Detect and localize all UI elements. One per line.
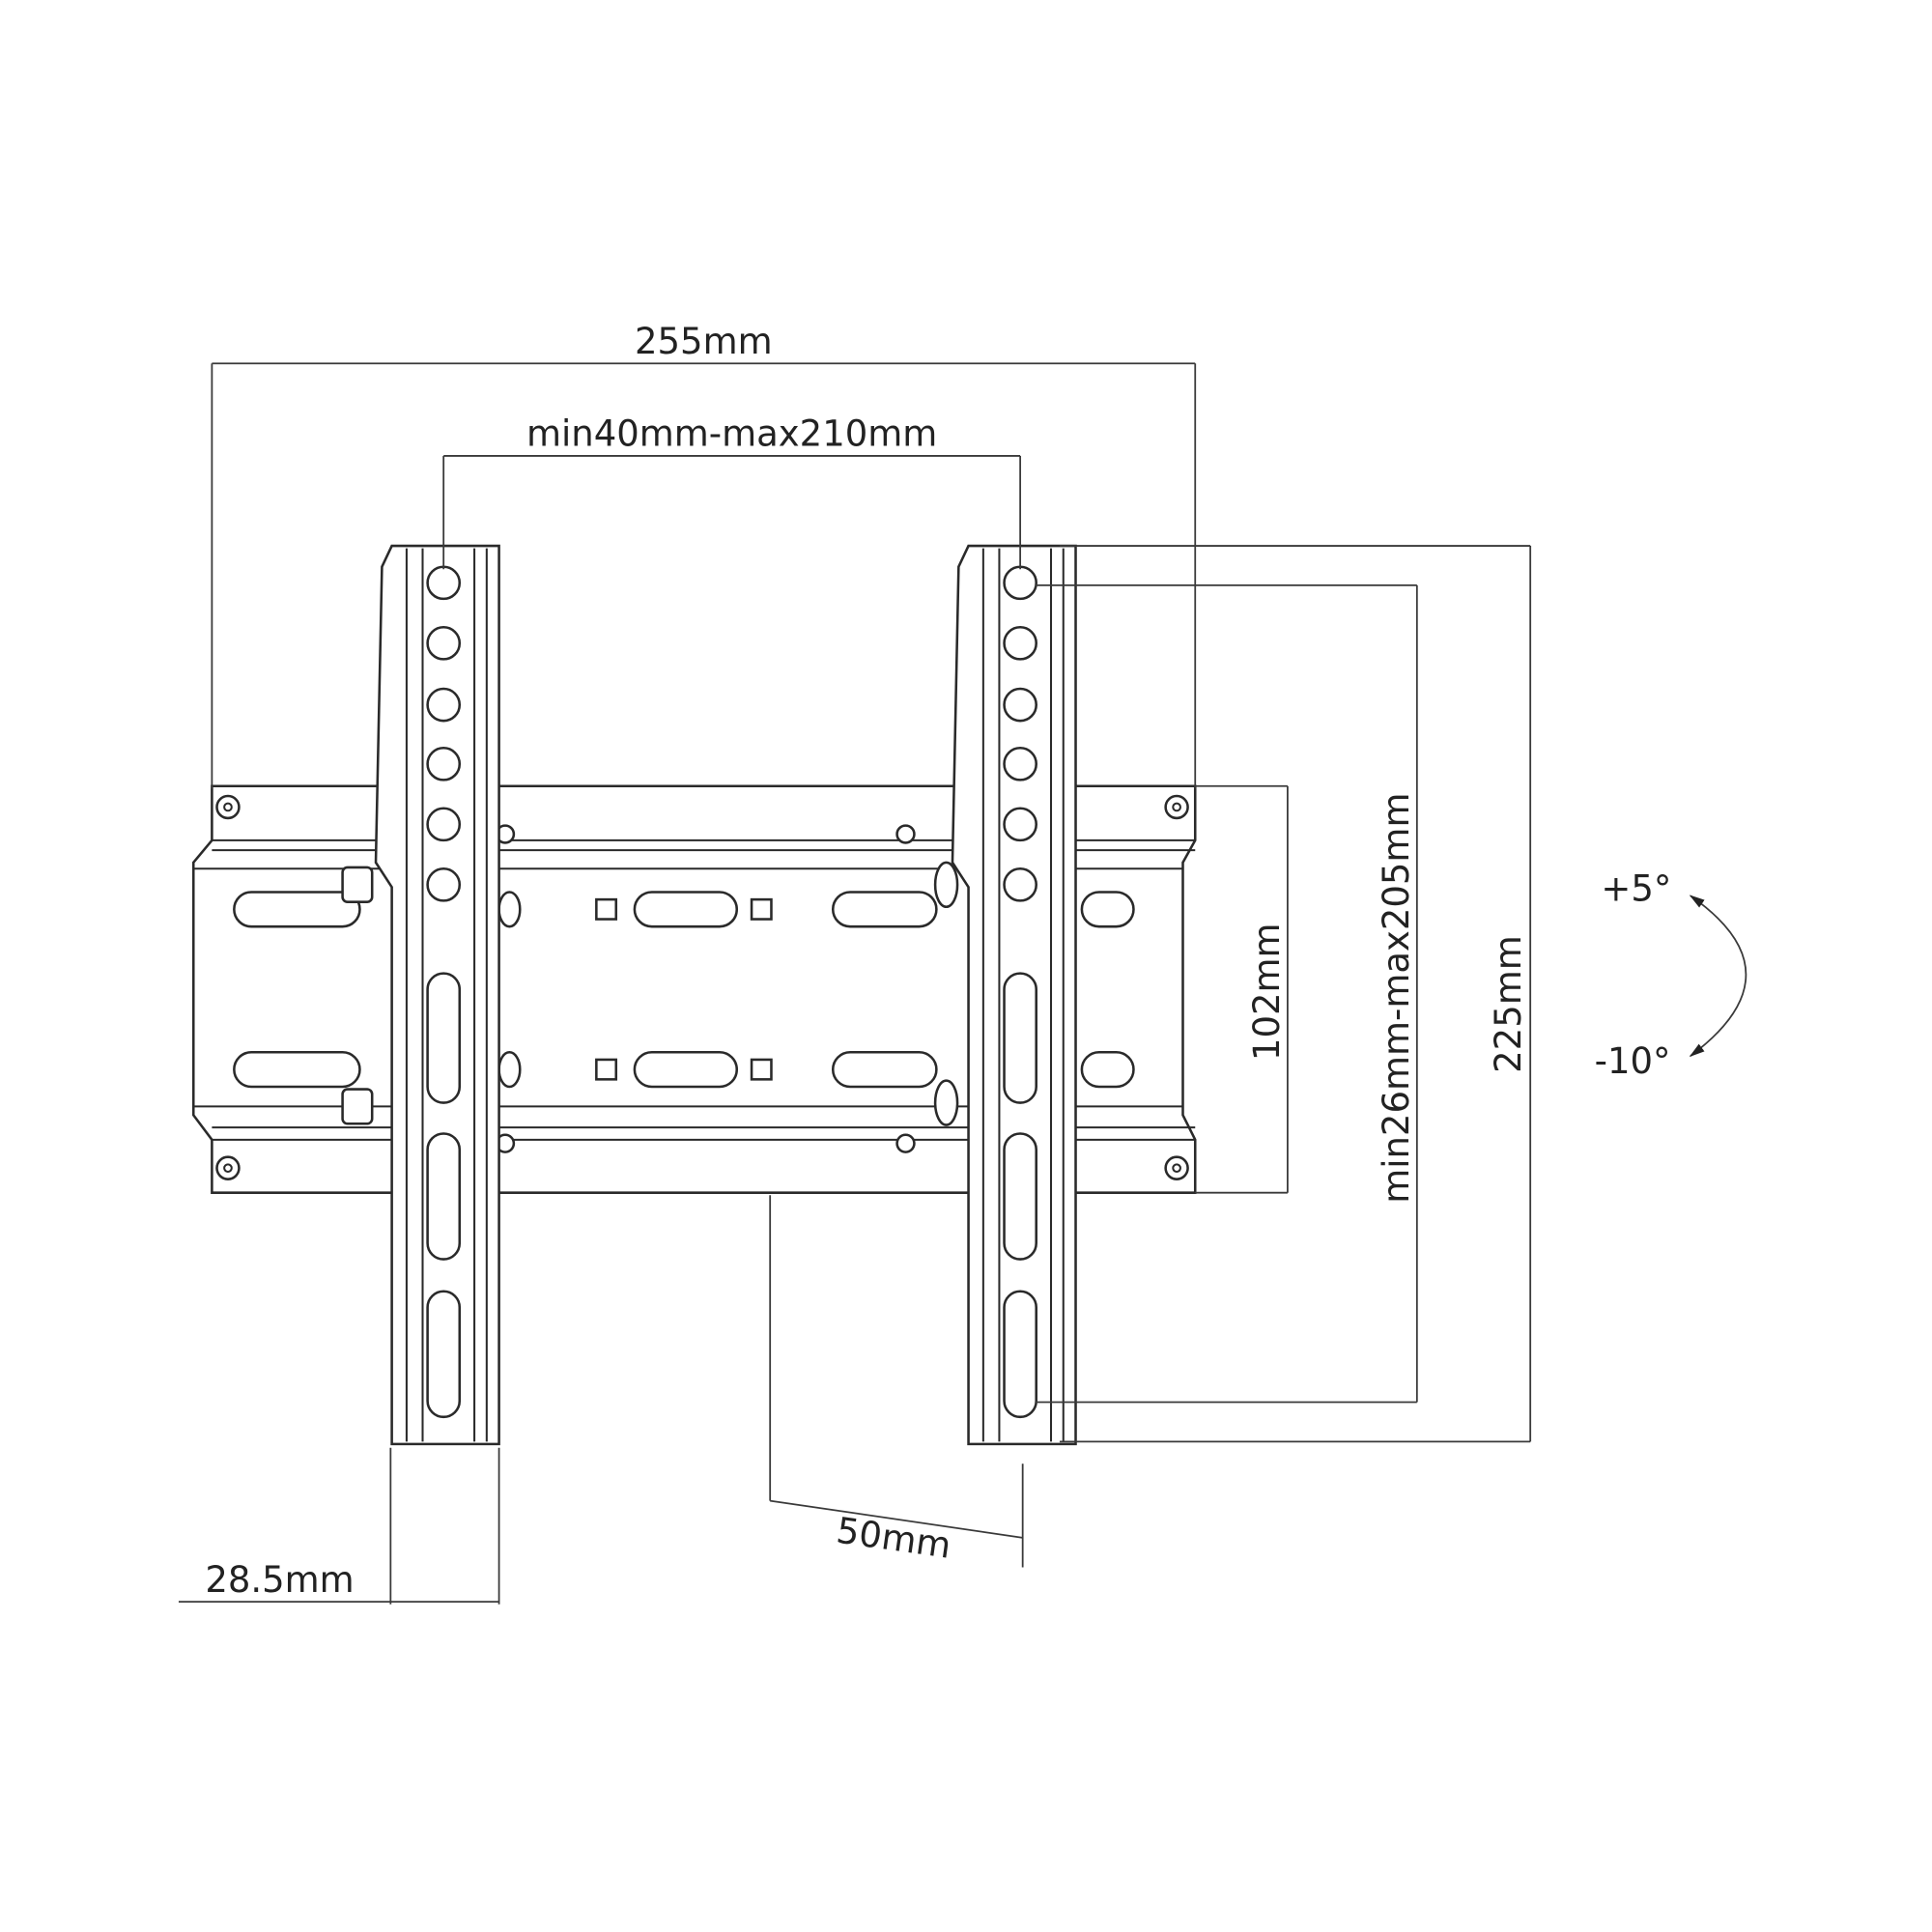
tilt-up-label: +5° bbox=[1601, 867, 1671, 909]
mounting-slot bbox=[633, 891, 739, 928]
vesa-hole bbox=[1003, 746, 1037, 781]
vertical-slot bbox=[426, 1132, 462, 1261]
dim-overall-height: 225mm bbox=[1488, 935, 1529, 1073]
dim-arm-spacing: min40mm-max210mm bbox=[526, 413, 937, 455]
screw-icon bbox=[1164, 794, 1189, 820]
mounting-slot bbox=[1080, 1051, 1135, 1089]
dim-arm-width: 28.5mm bbox=[205, 1559, 354, 1601]
screw-icon bbox=[895, 1133, 916, 1153]
vesa-hole bbox=[1003, 687, 1037, 723]
dim-hole-range: min26mm-max205mm bbox=[1376, 793, 1417, 1204]
vesa-hole bbox=[426, 807, 462, 842]
nut-icon bbox=[341, 866, 374, 903]
vesa-hole bbox=[426, 867, 462, 902]
vesa-hole bbox=[1003, 807, 1037, 842]
vertical-arms bbox=[374, 544, 1077, 1446]
vertical-arm bbox=[374, 544, 500, 1446]
vesa-hole bbox=[426, 746, 462, 781]
mounting-slot bbox=[233, 1051, 361, 1089]
vertical-slot bbox=[1003, 1132, 1037, 1261]
mounting-slot bbox=[497, 1051, 522, 1089]
vertical-slot bbox=[1003, 972, 1037, 1104]
mounting-slot bbox=[233, 891, 361, 928]
square-hole bbox=[750, 897, 773, 921]
vesa-hole bbox=[1003, 625, 1037, 661]
dimension-lines bbox=[178, 362, 1532, 1605]
tilt-arrow-icon bbox=[1689, 895, 1747, 1058]
square-hole bbox=[750, 1058, 773, 1081]
dim-wall-distance: 50mm bbox=[834, 1510, 953, 1567]
screw-icon bbox=[215, 1155, 241, 1180]
tilt-down-label: -10° bbox=[1595, 1040, 1671, 1082]
screw-icon bbox=[895, 824, 916, 844]
mounting-slot bbox=[831, 1051, 938, 1089]
vertical-slot bbox=[1003, 1290, 1037, 1419]
square-hole bbox=[595, 897, 618, 921]
vertical-arm bbox=[933, 544, 1077, 1446]
screw-icon bbox=[215, 794, 241, 820]
nut-icon bbox=[341, 1088, 374, 1125]
screw-icon bbox=[1164, 1155, 1189, 1180]
vesa-hole bbox=[1003, 565, 1037, 601]
vertical-slot bbox=[426, 972, 462, 1104]
tilt-knob bbox=[933, 861, 959, 909]
vesa-hole bbox=[426, 625, 462, 661]
vesa-hole bbox=[426, 565, 462, 601]
mounting-slot bbox=[1080, 891, 1135, 928]
mounting-slot bbox=[497, 891, 522, 928]
vesa-hole bbox=[426, 687, 462, 723]
square-hole bbox=[595, 1058, 618, 1081]
dim-wall-plate-height: 102mm bbox=[1246, 923, 1288, 1061]
vertical-slot bbox=[426, 1290, 462, 1419]
tilt-knob bbox=[933, 1079, 959, 1126]
mounting-slot bbox=[633, 1051, 739, 1089]
vesa-hole bbox=[1003, 867, 1037, 902]
mounting-slot bbox=[831, 891, 938, 928]
dim-overall-width: 255mm bbox=[635, 321, 773, 362]
